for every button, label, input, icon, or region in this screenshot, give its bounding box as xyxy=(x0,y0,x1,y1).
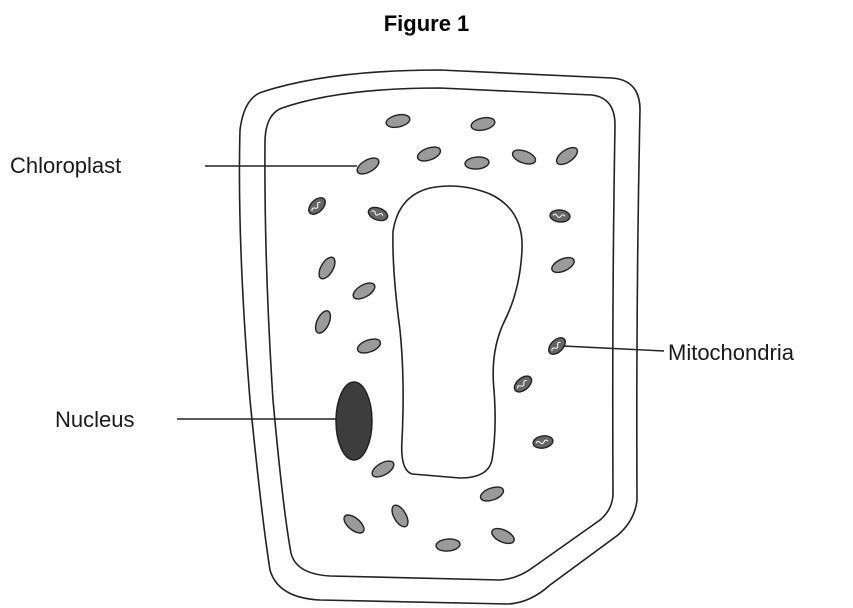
chloroplast xyxy=(490,525,517,546)
mitochondrion xyxy=(367,205,390,223)
mitochondrion xyxy=(532,434,554,449)
chloroplast xyxy=(470,116,496,133)
chloroplast xyxy=(511,147,538,166)
chloroplast xyxy=(465,156,490,170)
mitochondria-label: Mitochondria xyxy=(668,340,794,366)
chloroplast xyxy=(554,144,581,168)
chloroplast-label: Chloroplast xyxy=(10,153,121,179)
chloroplast xyxy=(385,113,411,130)
chloroplast xyxy=(550,254,577,275)
nucleus-label: Nucleus xyxy=(55,407,134,433)
chloroplast xyxy=(355,155,382,177)
chloroplast xyxy=(316,255,338,282)
chloroplast xyxy=(479,484,506,503)
chloroplasts xyxy=(312,113,580,552)
mitochondrion xyxy=(550,209,571,223)
chloroplast xyxy=(351,280,378,302)
chloroplast xyxy=(370,458,397,480)
nucleus xyxy=(336,382,372,460)
chloroplast xyxy=(341,512,367,537)
chloroplast xyxy=(312,309,333,336)
chloroplast xyxy=(436,538,461,552)
chloroplast xyxy=(416,144,443,163)
chloroplast xyxy=(356,336,383,355)
chloroplast xyxy=(389,503,411,530)
mitochondrion xyxy=(306,195,329,218)
mitochondrion xyxy=(511,373,534,395)
vacuole xyxy=(393,186,522,478)
